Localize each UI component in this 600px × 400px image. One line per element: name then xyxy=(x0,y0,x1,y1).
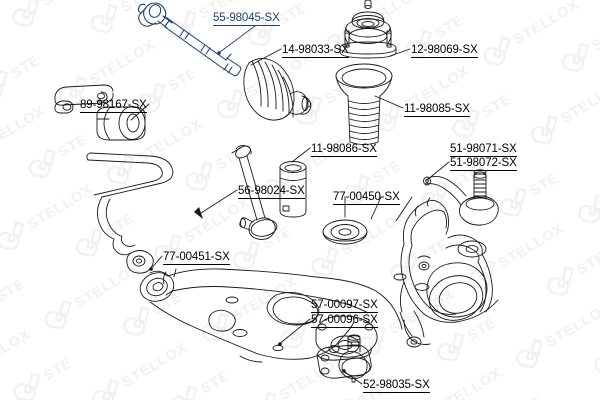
part-label-55-98045-sx[interactable]: 55-98045-SX xyxy=(213,12,280,26)
part-label-text: 14-98033-SX xyxy=(282,44,349,58)
part-label-text: 51-98072-SX xyxy=(450,157,517,171)
part-label-text: 57-00097-SX xyxy=(311,299,378,313)
part-label-text: 77-00451-SX xyxy=(163,251,230,265)
part-label-text: 11-98085-SX xyxy=(404,103,470,117)
part-label-52-98035-sx[interactable]: 52-98035-SX xyxy=(363,379,430,393)
part-label-57-00096-sx[interactable]: 57-00096-SX xyxy=(311,314,378,328)
part-label-text: 51-98071-SX xyxy=(450,143,517,157)
part-label-12-98069-sx[interactable]: 12-98069-SX xyxy=(411,44,478,58)
part-label-11-98085-sx[interactable]: 11-98085-SX xyxy=(404,103,470,117)
part-label-77-00450-sx[interactable]: 77-00450-SX xyxy=(333,191,400,205)
part-label-text: 52-98035-SX xyxy=(363,379,430,393)
part-label-text: 77-00450-SX xyxy=(333,191,400,205)
part-label-14-98033-sx[interactable]: 14-98033-SX xyxy=(282,44,349,58)
part-label-51-98071-sx[interactable]: 51-98071-SX xyxy=(450,143,517,157)
part-label-text: 56-98024-SX xyxy=(238,185,305,199)
part-label-57-00097-sx[interactable]: 57-00097-SX xyxy=(311,299,378,313)
part-label-89-98167-sx[interactable]: 89-98167-SX xyxy=(80,99,147,113)
part-label-56-98024-sx[interactable]: 56-98024-SX xyxy=(238,185,305,199)
part-label-11-98086-sx[interactable]: 11-98086-SX xyxy=(311,143,377,157)
part-label-text: 89-98167-SX xyxy=(80,99,147,113)
part-label-text: 57-00096-SX xyxy=(311,314,378,328)
part-label-51-98072-sx[interactable]: 51-98072-SX xyxy=(450,157,517,171)
part-label-text: 12-98069-SX xyxy=(411,44,478,58)
part-label-77-00451-sx[interactable]: 77-00451-SX xyxy=(163,251,230,265)
part-label-text: 55-98045-SX xyxy=(213,12,280,26)
part-label-text: 11-98086-SX xyxy=(311,143,377,157)
